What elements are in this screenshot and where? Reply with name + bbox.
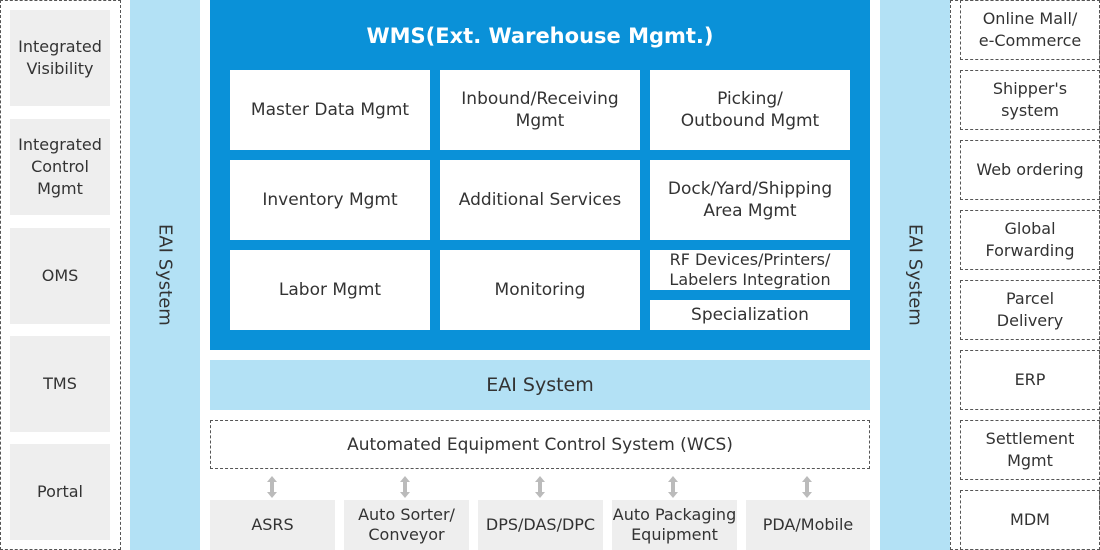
left-item-tms: TMS (10, 336, 110, 432)
double-arrow-vertical-icon (668, 476, 678, 498)
right-eai-column: EAI System (880, 0, 950, 550)
right-eai-label: EAI System (904, 224, 926, 326)
wms-title: WMS(Ext. Warehouse Mgmt.) (366, 24, 714, 48)
module-labor: Labor Mgmt (230, 250, 430, 330)
module-picking-outbound: Picking/ Outbound Mgmt (650, 70, 850, 150)
double-arrow-vertical-icon (535, 476, 545, 498)
equipment-auto-sorter: Auto Sorter/ Conveyor (344, 500, 469, 550)
left-eai-label: EAI System (154, 224, 176, 326)
double-arrow-vertical-icon (802, 476, 812, 498)
right-item-global-forwarding: Global Forwarding (960, 210, 1100, 270)
right-item-settlement: Settlement Mgmt (960, 420, 1100, 480)
module-inventory: Inventory Mgmt (230, 160, 430, 240)
double-arrow-vertical-icon (400, 476, 410, 498)
left-item-oms: OMS (10, 228, 110, 324)
equipment-pda-mobile: PDA/Mobile (746, 500, 870, 550)
module-inbound-receiving: Inbound/Receiving Mgmt (440, 70, 640, 150)
eai-bar: EAI System (210, 360, 870, 410)
module-specialization: Specialization (650, 300, 850, 330)
module-additional-services: Additional Services (440, 160, 640, 240)
right-item-shipper-system: Shipper's system (960, 70, 1100, 130)
right-item-online-mall: Online Mall/ e-Commerce (960, 0, 1100, 60)
double-arrow-vertical-icon (267, 476, 277, 498)
module-master-data: Master Data Mgmt (230, 70, 430, 150)
equipment-asrs: ASRS (210, 500, 335, 550)
equipment-auto-packaging: Auto Packaging Equipment (612, 500, 737, 550)
left-item-integrated-control: Integrated Control Mgmt (10, 119, 110, 215)
wcs-box: Automated Equipment Control System (WCS) (210, 420, 870, 469)
right-item-mdm: MDM (960, 490, 1100, 550)
right-item-parcel-delivery: Parcel Delivery (960, 280, 1100, 340)
left-item-portal: Portal (10, 444, 110, 540)
left-eai-column: EAI System (130, 0, 200, 550)
equipment-dps-das-dpc: DPS/DAS/DPC (478, 500, 603, 550)
module-rf-devices: RF Devices/Printers/ Labelers Integratio… (650, 250, 850, 290)
right-item-erp: ERP (960, 350, 1100, 410)
right-item-web-ordering: Web ordering (960, 140, 1100, 200)
left-item-integrated-visibility: Integrated Visibility (10, 10, 110, 106)
module-monitoring: Monitoring (440, 250, 640, 330)
module-dock-yard-shipping: Dock/Yard/Shipping Area Mgmt (650, 160, 850, 240)
